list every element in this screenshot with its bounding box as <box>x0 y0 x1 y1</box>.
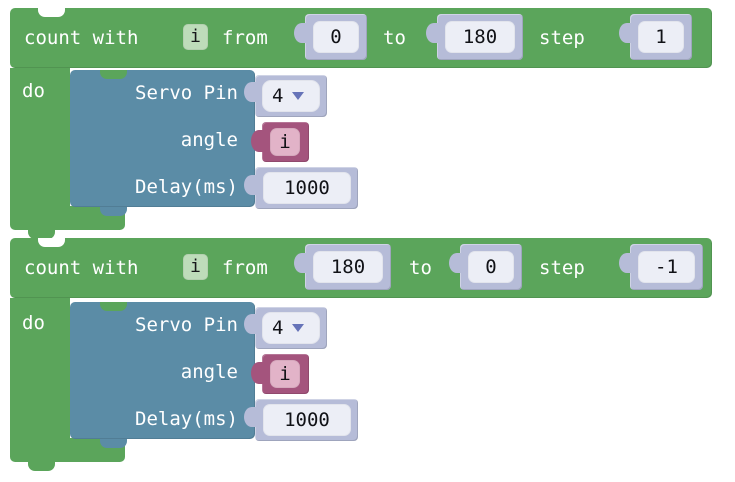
servo-delay-input-1[interactable]: 1000 <box>263 172 351 204</box>
loop-step-input-2[interactable]: -1 <box>638 251 695 283</box>
servo-pin-dropdown-value-1: 4 <box>272 84 284 107</box>
loop-from-value-block-1[interactable]: 0 <box>294 14 367 60</box>
top-notch-icon <box>100 70 127 79</box>
loop-to-value-block-1[interactable]: 180 <box>426 14 523 60</box>
loop-variable-chip-1[interactable]: i <box>183 24 208 50</box>
loop-step-input-1[interactable]: 1 <box>638 21 684 53</box>
servo-angle-label-2: angle <box>180 361 238 383</box>
left-plug-icon <box>251 362 266 384</box>
bottom-tab-icon <box>28 462 55 471</box>
loop-prefix-label-1: count with <box>24 27 139 49</box>
loop-body-spine-1 <box>10 68 70 214</box>
servo-pin-dropdown-block-1[interactable]: 4 <box>244 75 327 117</box>
top-notch-icon <box>100 302 127 311</box>
servo-pin-dropdown-1[interactable]: 4 <box>262 80 320 112</box>
loop-prefix-label-2: count with <box>24 257 139 279</box>
loop-to-label-2: to <box>409 257 432 279</box>
loop-from-label-2: from <box>222 257 268 279</box>
left-plug-icon <box>294 23 309 43</box>
loop-step-value-block-2[interactable]: -1 <box>619 244 703 290</box>
servo-pin-dropdown-2[interactable]: 4 <box>262 312 320 344</box>
servo-bottom-tab-icon <box>100 439 127 448</box>
loop-from-input-1[interactable]: 0 <box>313 21 359 53</box>
loop-to-input-1[interactable]: 180 <box>445 21 515 53</box>
loop-step-label-1: step <box>539 27 585 49</box>
servo-block-1[interactable] <box>70 70 255 207</box>
servo-delay-value-block-1[interactable]: 1000 <box>244 167 358 209</box>
servo-delay-label-2: Delay(ms) <box>135 408 238 430</box>
loop-to-value-block-2[interactable]: 0 <box>449 244 522 290</box>
bottom-tab-icon <box>28 230 55 239</box>
left-plug-icon <box>251 130 266 152</box>
loop-to-input-2[interactable]: 0 <box>468 251 514 283</box>
servo-pin-dropdown-block-2[interactable]: 4 <box>244 307 327 349</box>
left-plug-icon <box>244 407 259 427</box>
servo-pin-dropdown-value-2: 4 <box>272 316 284 339</box>
top-notch-icon <box>38 8 65 17</box>
servo-angle-variable-2[interactable]: i <box>270 360 300 388</box>
left-plug-icon <box>619 23 634 43</box>
servo-delay-input-2[interactable]: 1000 <box>263 404 351 436</box>
servo-angle-label-1: angle <box>180 129 238 151</box>
top-notch-icon <box>38 238 65 247</box>
servo-angle-variable-block-1[interactable]: i <box>251 122 309 162</box>
loop-step-label-2: step <box>539 257 585 279</box>
loop-from-input-2[interactable]: 180 <box>313 251 383 283</box>
servo-angle-variable-1[interactable]: i <box>270 128 300 156</box>
loop-do-label-1: do <box>22 80 45 102</box>
left-plug-icon <box>426 23 441 43</box>
servo-bottom-tab-icon <box>100 207 127 216</box>
loop-variable-chip-2[interactable]: i <box>183 254 208 280</box>
left-plug-icon <box>244 175 259 195</box>
left-plug-icon <box>244 314 259 334</box>
servo-pin-label-1: Servo Pin <box>135 82 238 104</box>
servo-delay-value-block-2[interactable]: 1000 <box>244 399 358 441</box>
servo-delay-label-1: Delay(ms) <box>135 176 238 198</box>
left-plug-icon <box>619 253 634 273</box>
loop-body-spine-2 <box>10 298 70 446</box>
left-plug-icon <box>449 253 464 273</box>
loop-from-label-1: from <box>222 27 268 49</box>
chevron-down-icon[interactable] <box>292 92 305 100</box>
loop-do-label-2: do <box>22 312 45 334</box>
left-plug-icon <box>244 82 259 102</box>
left-plug-icon <box>294 253 309 273</box>
chevron-down-icon[interactable] <box>292 324 305 332</box>
loop-to-label-1: to <box>383 27 406 49</box>
servo-block-2[interactable] <box>70 302 255 439</box>
loop-from-value-block-2[interactable]: 180 <box>294 244 391 290</box>
servo-pin-label-2: Servo Pin <box>135 314 238 336</box>
loop-step-value-block-1[interactable]: 1 <box>619 14 692 60</box>
servo-angle-variable-block-2[interactable]: i <box>251 354 309 394</box>
